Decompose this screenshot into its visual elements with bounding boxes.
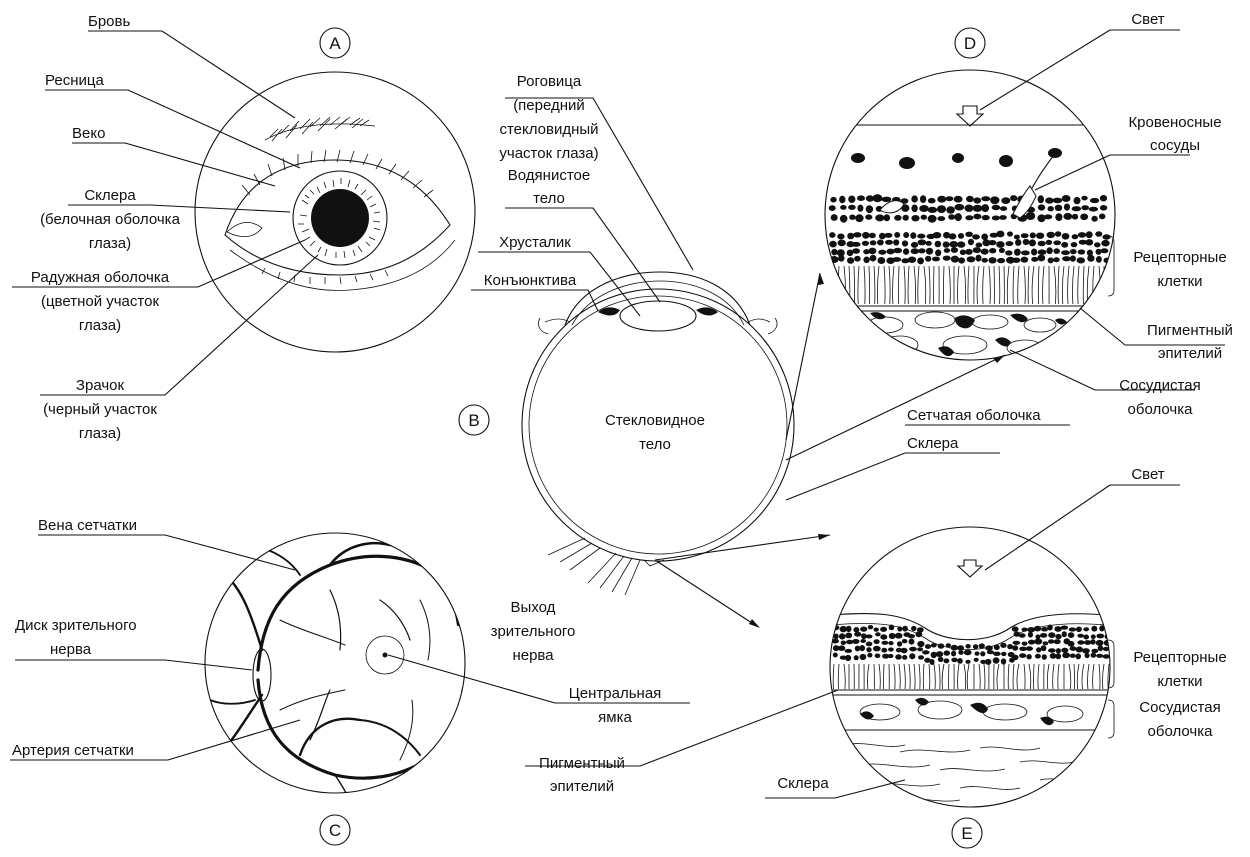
- panel-letter-e: E: [961, 824, 972, 843]
- label-retina: Сетчатая оболочка: [907, 407, 1041, 424]
- label-pigment-d-1: Пигментный: [1147, 322, 1233, 339]
- light-arrow-e: [958, 560, 982, 577]
- label-sclera-e: Склера: [777, 775, 829, 792]
- label-optic-exit-1: Выход: [511, 599, 556, 616]
- label-pigment-e-1: Пигментный: [539, 755, 625, 772]
- panel-e-fovea-layers: [830, 527, 1115, 807]
- panel-letter-c: C: [329, 821, 341, 840]
- label-receptor-cells-d-1: Рецепторные: [1133, 249, 1226, 266]
- optic-nerve: [548, 538, 664, 595]
- label-retinal-vein: Вена сетчатки: [38, 517, 137, 534]
- label-receptor-cells-e-2: клетки: [1157, 673, 1202, 690]
- label-optic-exit-3: нерва: [512, 647, 554, 664]
- label-receptor-cells-e-1: Рецепторные: [1133, 649, 1226, 666]
- label-receptor-cells-d-2: клетки: [1157, 273, 1202, 290]
- label-brow: Бровь: [88, 13, 130, 30]
- label-aqueous-2: тело: [533, 190, 565, 207]
- label-optic-exit-2: зрительного: [491, 623, 576, 640]
- label-optic-disc-2: нерва: [50, 641, 92, 658]
- label-pigment-e-2: эпителий: [550, 778, 614, 795]
- retinal-vessels: [210, 539, 462, 805]
- label-sclera-1: Склера: [84, 187, 136, 204]
- panel-letter-a: A: [329, 34, 341, 53]
- light-arrow-d: [957, 106, 983, 126]
- label-iris-2: (цветной участок: [41, 293, 159, 310]
- receptor-fibres: [834, 266, 1104, 304]
- label-pupil-2: (черный участок: [43, 401, 157, 418]
- label-eyelid: Веко: [72, 125, 105, 142]
- label-lens: Хрусталик: [499, 234, 571, 251]
- pupil: [311, 189, 369, 247]
- panel-b-cross-section: [522, 272, 794, 595]
- fovea-cell-grains: [832, 625, 1113, 666]
- label-pupil-1: Зрачок: [76, 377, 125, 394]
- labels-panel-a: Бровь Ресница Веко Склера (белочная обол…: [31, 13, 181, 442]
- pigment-layer-d: [867, 312, 1067, 356]
- label-cornea-2: (передний: [513, 97, 585, 114]
- label-conjunctiva: Конъюнктива: [484, 272, 577, 289]
- label-pupil-3: глаза): [79, 425, 121, 442]
- label-iris-1: Радужная оболочка: [31, 269, 170, 286]
- label-sclera-2: (белочная оболочка: [40, 211, 181, 228]
- label-pigment-d-2: эпителий: [1158, 345, 1222, 362]
- panel-letter-b: B: [468, 411, 479, 430]
- label-aqueous-1: Водянистое: [508, 167, 590, 184]
- label-sclera-3: глаза): [89, 235, 131, 252]
- label-light-d: Свет: [1131, 11, 1164, 28]
- label-fovea-1: Центральная: [569, 685, 662, 702]
- panel-a-external-eye: [195, 72, 475, 352]
- label-vitreous-1: Стекловидное: [605, 412, 705, 429]
- panel-letter-d: D: [964, 34, 976, 53]
- receptor-cell-grains: [829, 194, 1111, 264]
- sclera-fibres-e: [845, 744, 1085, 802]
- labels-panel-d: Свет Кровеносные сосуды Рецепторные клет…: [1119, 11, 1233, 418]
- label-fovea-2: ямка: [598, 709, 632, 726]
- label-optic-disc-1: Диск зрительного: [15, 617, 137, 634]
- label-light-e: Свет: [1131, 466, 1164, 483]
- label-retinal-artery: Артерия сетчатки: [12, 742, 134, 759]
- label-blood-vessels-2: сосуды: [1150, 137, 1200, 154]
- label-choroid-d-1: Сосудистая: [1119, 377, 1200, 394]
- label-cornea-3: стекловидный: [499, 121, 598, 138]
- optic-disc: [253, 649, 271, 701]
- label-vitreous-2: тело: [639, 436, 671, 453]
- label-blood-vessels-1: Кровеносные: [1128, 114, 1221, 131]
- label-iris-3: глаза): [79, 317, 121, 334]
- label-cornea-1: Роговица: [517, 73, 582, 90]
- eyebrow-drawing: [265, 117, 375, 141]
- fovea-fibres: [833, 664, 1109, 689]
- label-choroid-e-1: Сосудистая: [1139, 699, 1220, 716]
- label-sclera-b: Склера: [907, 435, 959, 452]
- pigment-layer-e: [860, 698, 1083, 725]
- label-eyelash: Ресница: [45, 72, 104, 89]
- choroid-blobs-top: [851, 148, 1062, 169]
- label-choroid-d-2: оболочка: [1128, 401, 1194, 418]
- label-cornea-4: участок глаза): [499, 145, 598, 162]
- label-choroid-e-2: оболочка: [1148, 723, 1214, 740]
- panel-d-retina-layers: [820, 70, 1120, 360]
